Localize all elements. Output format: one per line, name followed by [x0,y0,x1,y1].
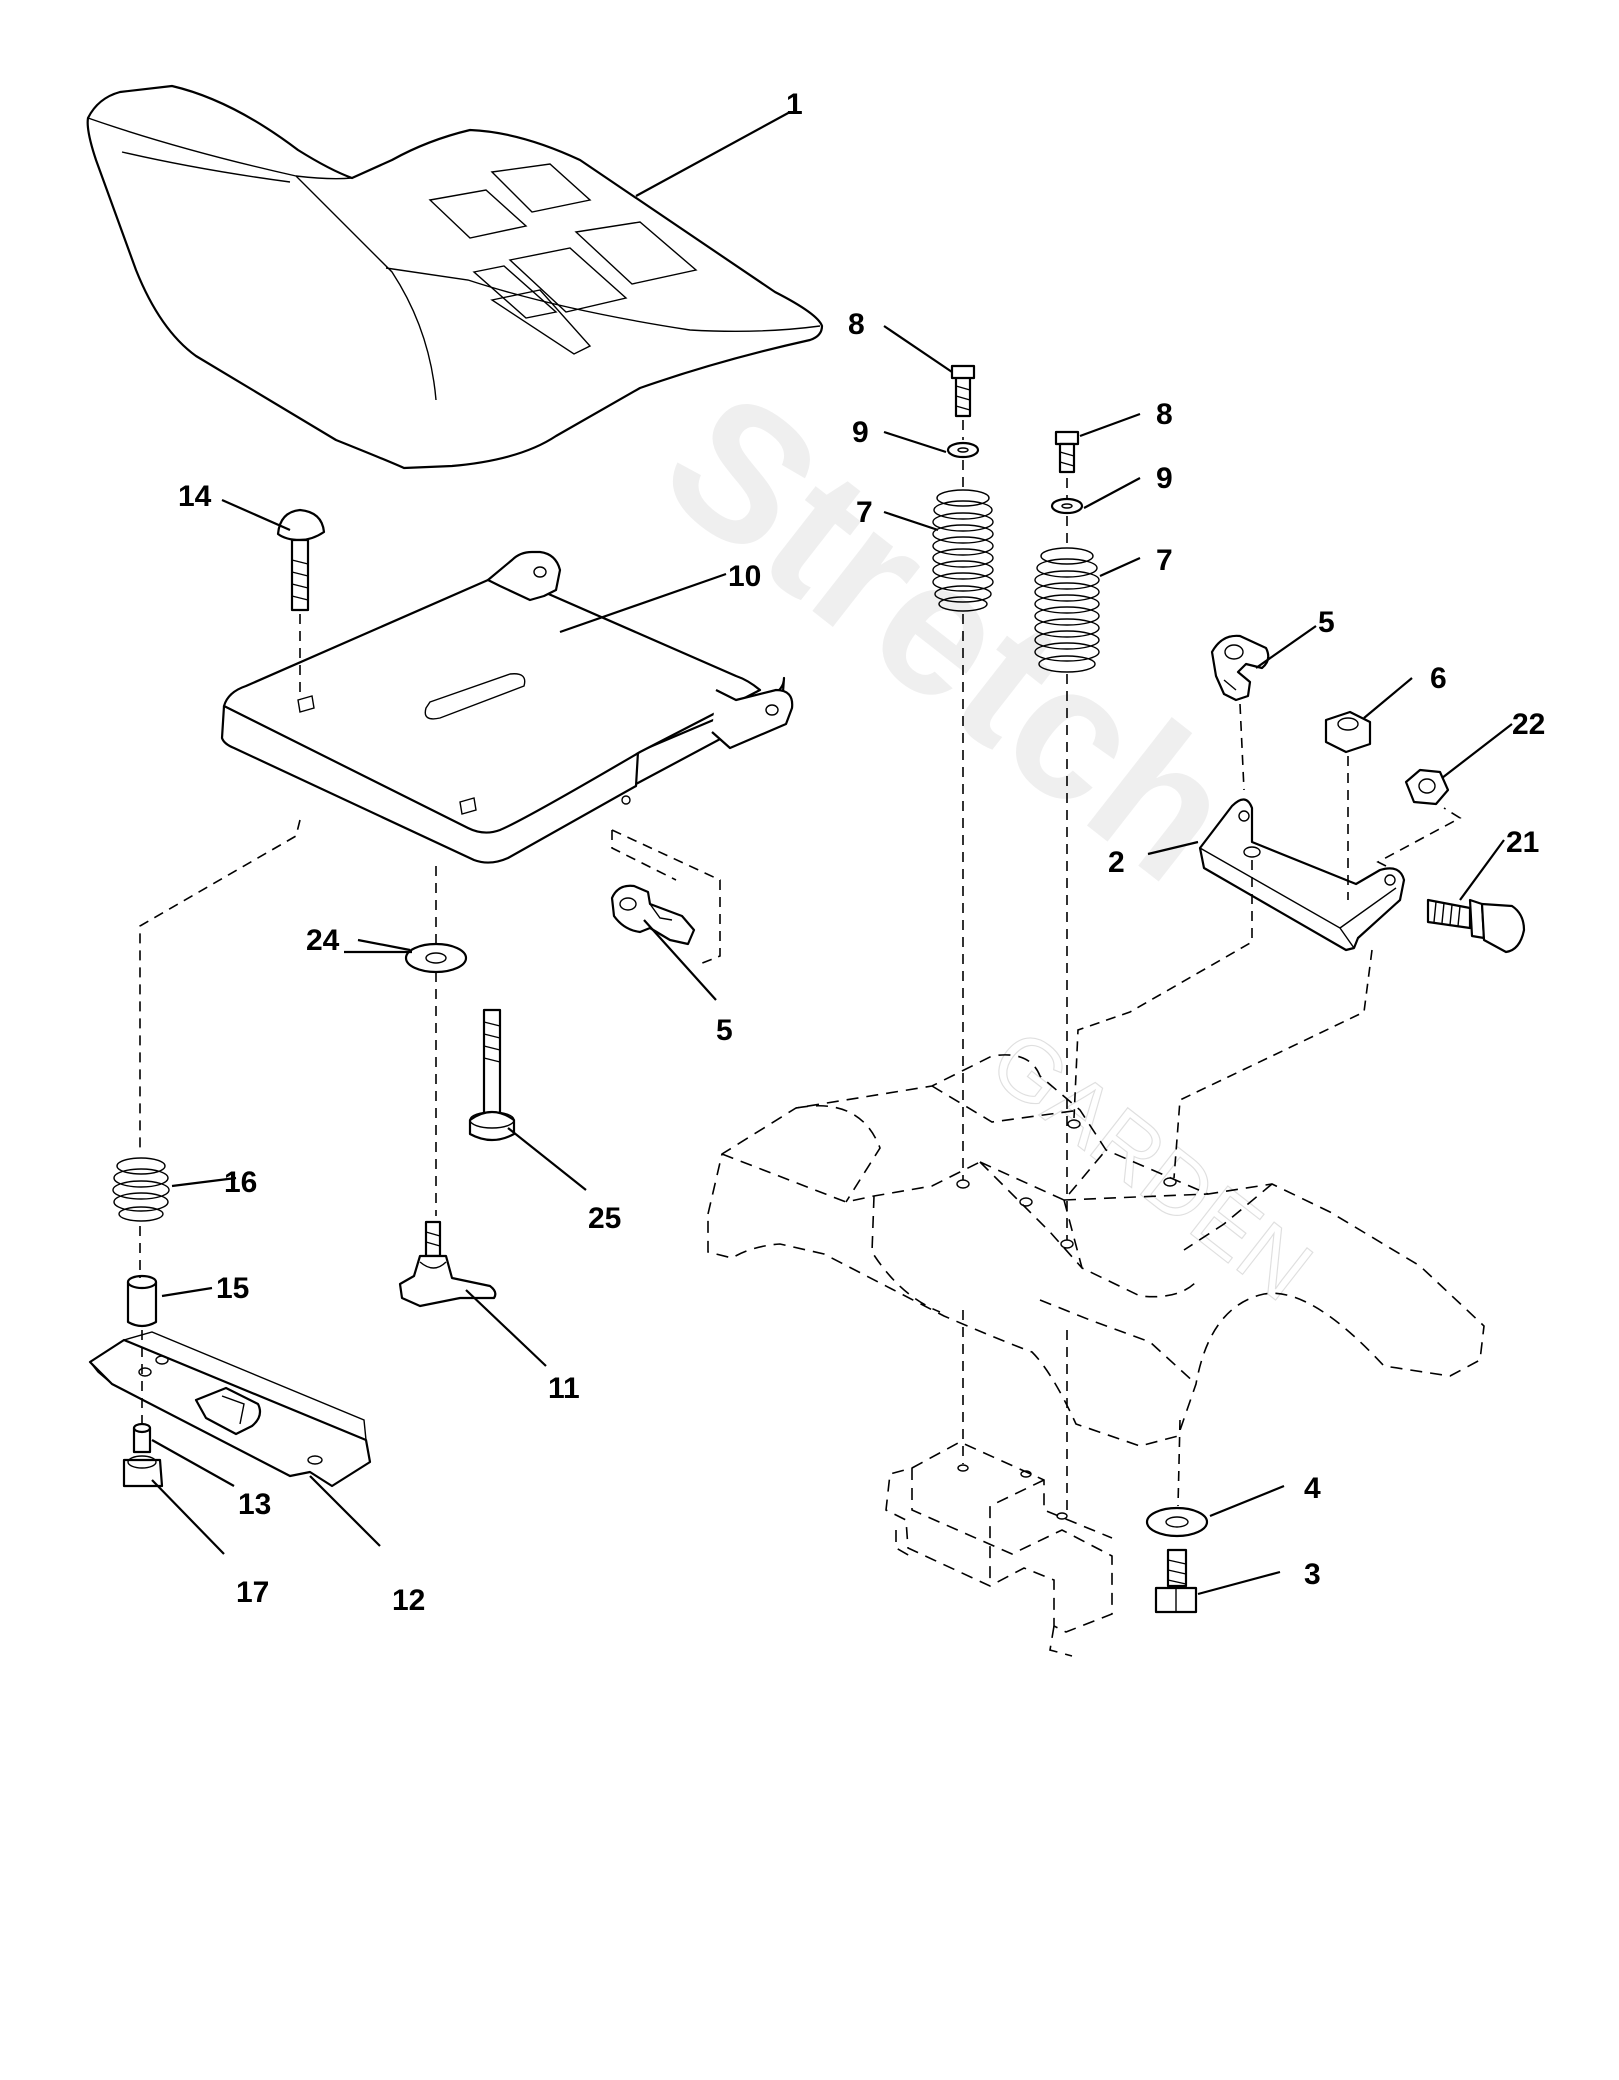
clip-right-part [1210,634,1270,702]
callout-9-left: 9 [852,416,869,449]
callout-7-left: 7 [856,496,873,529]
spring-7-left-part [932,489,994,612]
spring-7-right-part [1034,547,1100,673]
watermark-sub: GARDEN [973,1010,1331,1320]
callout-12: 12 [392,1584,425,1617]
stud-part [132,1422,152,1454]
callout-11: 11 [548,1372,580,1405]
callout-1: 1 [786,88,803,121]
callout-14: 14 [178,480,212,513]
callout-9-right: 9 [1156,462,1173,495]
callout-4: 4 [1304,1472,1321,1505]
washer-9-right-part [1050,497,1084,515]
callout-5-left: 5 [716,1014,733,1047]
watermark-brand: Stretch [627,351,1273,921]
callout-8-left: 8 [848,308,865,341]
spring-16-part [112,1157,170,1222]
callout-22: 22 [1512,708,1545,741]
nut-17-part [122,1455,164,1488]
carriage-bolt-part [276,508,326,700]
seat-panels [428,163,698,355]
callout-25: 25 [588,1202,621,1235]
callout-5-right: 5 [1318,606,1335,639]
callouts: 1 10 14 8 9 7 8 9 7 5 6 22 21 2 24 5 25 … [178,88,1545,1617]
callout-16: 16 [224,1166,257,1199]
assembly-lines [139,420,1462,1514]
nut-6-part [1324,710,1372,754]
flange-bolt-part [1426,898,1526,954]
shoulder-bolt-part [468,1008,516,1142]
leader-lines [151,111,1513,1596]
bolt-8-left-part [950,364,976,418]
callout-6: 6 [1430,662,1447,695]
callout-15: 15 [216,1272,249,1305]
callout-24: 24 [306,924,340,957]
callout-13: 13 [238,1488,271,1521]
tractor-frame-phantom [707,1054,1485,1657]
callout-2: 2 [1108,846,1125,879]
washer-24-part [404,942,468,974]
nut-22-part [1404,768,1450,806]
spacer-part [126,1274,158,1328]
callout-10: 10 [728,560,761,593]
callout-3: 3 [1304,1558,1321,1591]
seat-part [86,84,824,470]
clip-left-part [610,884,696,946]
callout-8-right: 8 [1156,398,1173,431]
washer-9-left-part [946,441,980,459]
washer-4-part [1145,1506,1209,1538]
callout-17: 17 [236,1576,269,1609]
callout-21: 21 [1506,826,1539,859]
bracket-2-part [1198,798,1406,952]
callout-7-right: 7 [1156,544,1173,577]
seat-pan-part [220,550,794,864]
knob-part [398,1220,497,1308]
hex-bolt-part [1154,1548,1198,1614]
bolt-8-right-part [1054,430,1080,474]
bracket-plate-part [88,1331,372,1488]
